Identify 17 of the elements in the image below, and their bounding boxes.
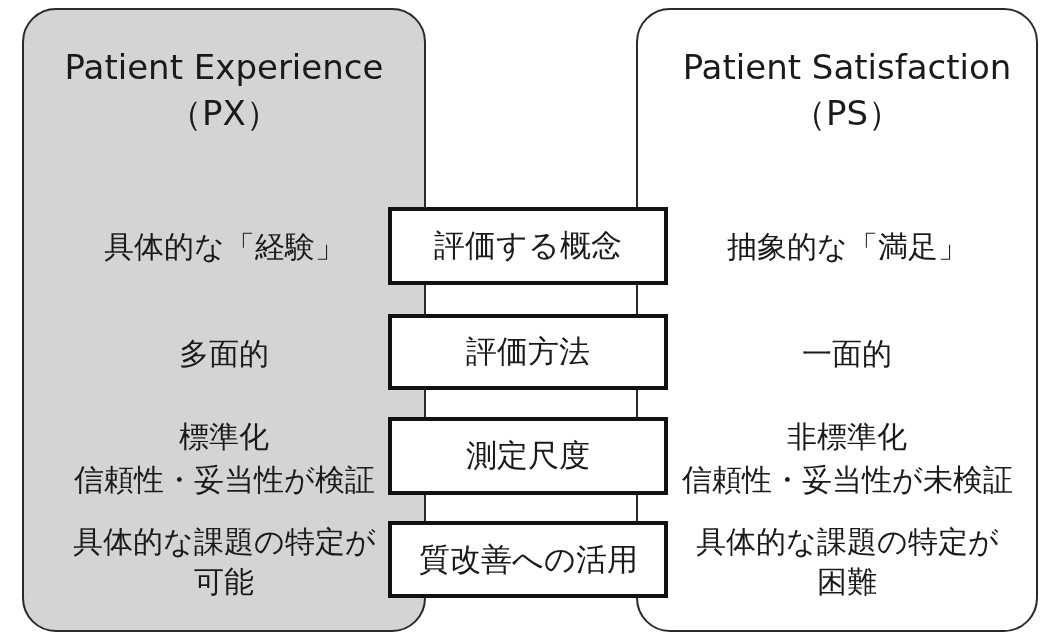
row-text: 具体的な課題の特定が困難 <box>694 523 1000 601</box>
criterion-box: 評価方法 <box>388 314 668 390</box>
criterion-box: 評価する概念 <box>388 207 668 285</box>
row-text: 信頼性・妥当性が未検証 <box>681 461 1013 499</box>
row-text: 信頼性・妥当性が検証 <box>73 461 375 499</box>
row-text: 具体的な課題の特定が可能 <box>71 523 377 601</box>
category-panel <box>636 8 1038 632</box>
row-text: 抽象的な「満足」 <box>726 228 968 266</box>
panel-heading: Patient Experience （PX） <box>63 46 385 135</box>
criterion-box: 測定尺度 <box>388 417 668 495</box>
row-text: 多面的 <box>179 335 269 373</box>
row-text: 標準化 <box>179 418 269 456</box>
row-text: 非標準化 <box>787 418 907 456</box>
row-text: 一面的 <box>802 335 892 373</box>
row-text: 具体的な「経験」 <box>103 228 345 266</box>
criterion-box: 質改善への活用 <box>388 521 668 598</box>
panel-heading: Patient Satisfaction （PS） <box>681 46 1013 135</box>
